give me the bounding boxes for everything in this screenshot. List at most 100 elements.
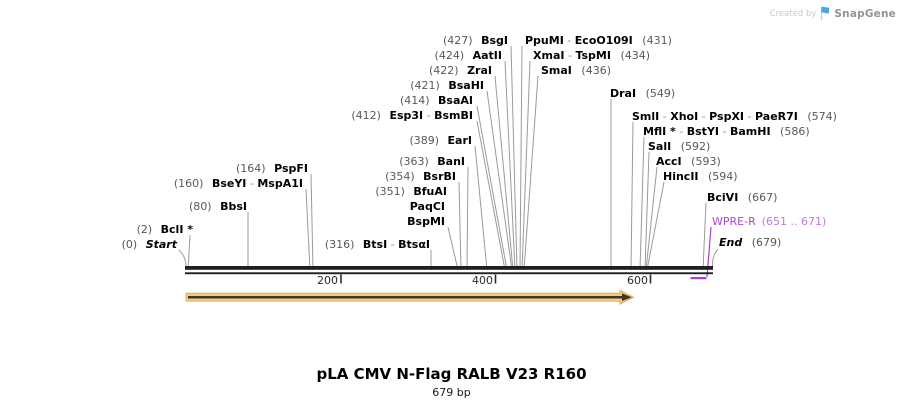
site-label-bbsi: (80) BbsI [189,201,247,213]
label-segment-name: BsrBI [423,170,456,183]
label-segment-name: SmlI [632,110,660,123]
connector-hincii [646,181,665,271]
label-segment-num: (363) [399,155,433,168]
site-label-bsahi: (421) BsaHI [410,80,484,92]
label-segment-name: XmaI [533,49,565,62]
plasmid-title: pLA CMV N-Flag RALB V23 R160 [316,365,587,383]
label-segment-dash: - [423,109,435,122]
label-segment-name: TspMI [575,49,611,62]
label-segment-num: (389) [409,134,443,147]
site-label-acci: AccI (593) [656,156,721,168]
connector-aatii [504,60,516,271]
label-segment-dash: - [564,49,576,62]
label-segment-name: HincII [663,170,699,183]
label-segment-num: (667) [744,191,778,204]
ruler-label-200: 200 [317,274,338,287]
connector-start [178,249,187,267]
label-segment-dash: - [698,110,710,123]
label-segment-name: BsaHI [448,79,484,92]
site-label-drai: DraI (549) [610,88,675,100]
label-segment-name: BfuAI [413,185,447,198]
site-label-paqci: PaqCI [410,201,445,213]
site-label-mfli: MflI * - BstYI - BamHI (586) [643,126,810,138]
site-label-bcli: (2) BclI * [137,224,193,236]
label-segment-name: BstYI [686,125,719,138]
label-segment-name: AatII [472,49,502,62]
label-segment-name: DraI [610,87,637,100]
label-segment-name: PspXI [709,110,745,123]
label-segment-num: (316) [324,238,358,251]
connector-bseyi [305,188,311,271]
site-label-bfuai: (351) BfuAI [375,186,447,198]
label-segment-num: (549) [642,87,676,100]
site-label-bsrbi: (354) BsrBI [385,171,456,183]
site-label-sali: SalI (592) [648,141,710,153]
label-segment-name: PaeR7I [755,110,798,123]
label-segment-name: BsaAI [438,94,473,107]
connector-ppumi [519,45,523,271]
ruler-label-400: 400 [472,274,493,287]
label-segment-dash: - [387,238,399,251]
connector-acci [645,166,658,271]
connector-bcli [187,234,191,271]
label-segment-terminus: End [719,236,743,249]
label-segment-name: BspMI [407,215,445,228]
label-segment-num: (431) [638,34,672,47]
label-segment-name: PpuMI [525,34,564,47]
label-segment-name: BamHI [729,125,771,138]
label-segment-name: BtsI [362,238,388,251]
connector-smli [630,121,634,271]
label-segment-num: (412) [351,109,385,122]
label-segment-name: BsgI [481,34,508,47]
label-segment-name: Esp3I [389,109,424,122]
label-segment-name: MspA1I [257,177,303,190]
site-label-zrai: (422) ZraI [429,65,492,77]
site-label-ppumi: PpuMI - EcoO109I (431) [525,35,672,47]
connector-bcivi [702,202,707,271]
label-segment-name: SalI [648,140,672,153]
label-segment-num: (679) [748,236,782,249]
label-segment-name: SmaI [541,64,572,77]
label-segment-num: (414) [399,94,434,107]
label-segment-name: PaqCI [409,200,445,213]
attribution: Created by SnapGene [770,6,896,21]
connector-mfli [639,136,645,271]
site-label-aatii: (424) AatII [435,50,502,62]
label-segment-num: (422) [429,64,463,77]
label-segment-name: EcoO109I [574,34,633,47]
orf-arrow-inner [188,293,632,301]
connector-xmai [521,60,531,271]
connector-end [711,248,719,267]
label-segment-num: (351) [375,185,409,198]
flag-banner [821,6,830,14]
feature-label-wpre-r: WPRE-R(651 .. 671) [712,216,826,228]
site-label-btsi: (316) BtsI - BtsαI [325,239,430,251]
connector-smai [523,75,539,271]
label-segment-num: (436) [577,64,611,77]
label-segment-num: (354) [385,170,419,183]
connector-bsgi [510,45,518,271]
connector-bsrbi [458,181,462,271]
label-segment-name: BsmBI [434,109,473,122]
label-segment-num: (427) [443,34,477,47]
label-segment-num: (593) [687,155,721,168]
site-label-hincii: HincII (594) [663,171,738,183]
site-label-ear: (389) EarI [409,135,472,147]
label-segment-dash: - [744,110,755,123]
label-segment-num: (424) [434,49,468,62]
connector-bfuai-group [447,226,459,271]
snapgene-flag-icon [821,6,830,20]
site-label-esp3i: (412) Esp3I - BsmBI [351,110,473,122]
connector-esp3i [476,120,506,271]
label-segment-num: (160) [173,177,207,190]
label-segment-name: BanI [437,155,465,168]
terminus-label-start: (0) Start [122,239,177,251]
site-label-bsaai: (414) BsaAI [400,95,473,107]
sequence-bar-lower-line [185,272,713,275]
label-segment-name: BclI * [160,223,193,236]
site-label-bsgi: (427) BsgI [443,35,508,47]
plasmid-length: 679 bp [432,386,471,399]
connector-ear [474,145,488,271]
